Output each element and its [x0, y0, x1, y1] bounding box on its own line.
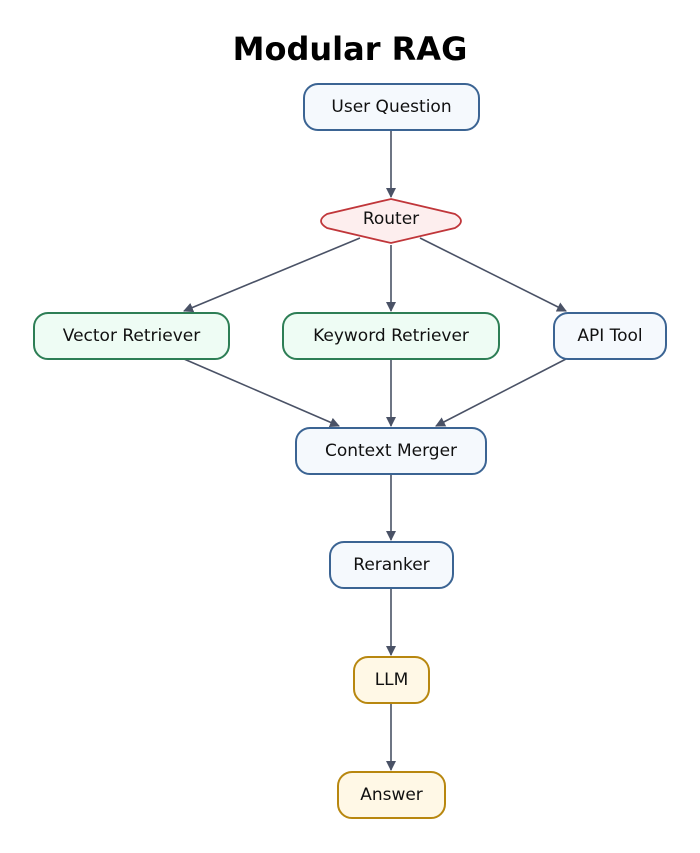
router-label: Router [362, 209, 420, 229]
router-diamond [320, 198, 462, 244]
api-tool-node: API Tool [553, 312, 667, 360]
context-merger-node: Context Merger [295, 427, 487, 475]
reranker-node: Reranker [329, 541, 454, 589]
llm-node: LLM [353, 656, 430, 704]
edge-router-vector [183, 237, 361, 313]
vector-retriever-node: Vector Retriever [33, 312, 230, 360]
edge-router-api [419, 237, 567, 312]
answer-node: Answer [337, 771, 446, 819]
edge-api-merger [435, 358, 567, 427]
diagram-title: Modular RAG [232, 30, 468, 68]
user-question-node: User Question [303, 83, 480, 131]
keyword-retriever-node: Keyword Retriever [282, 312, 500, 360]
edge-vector-merger [183, 358, 340, 428]
